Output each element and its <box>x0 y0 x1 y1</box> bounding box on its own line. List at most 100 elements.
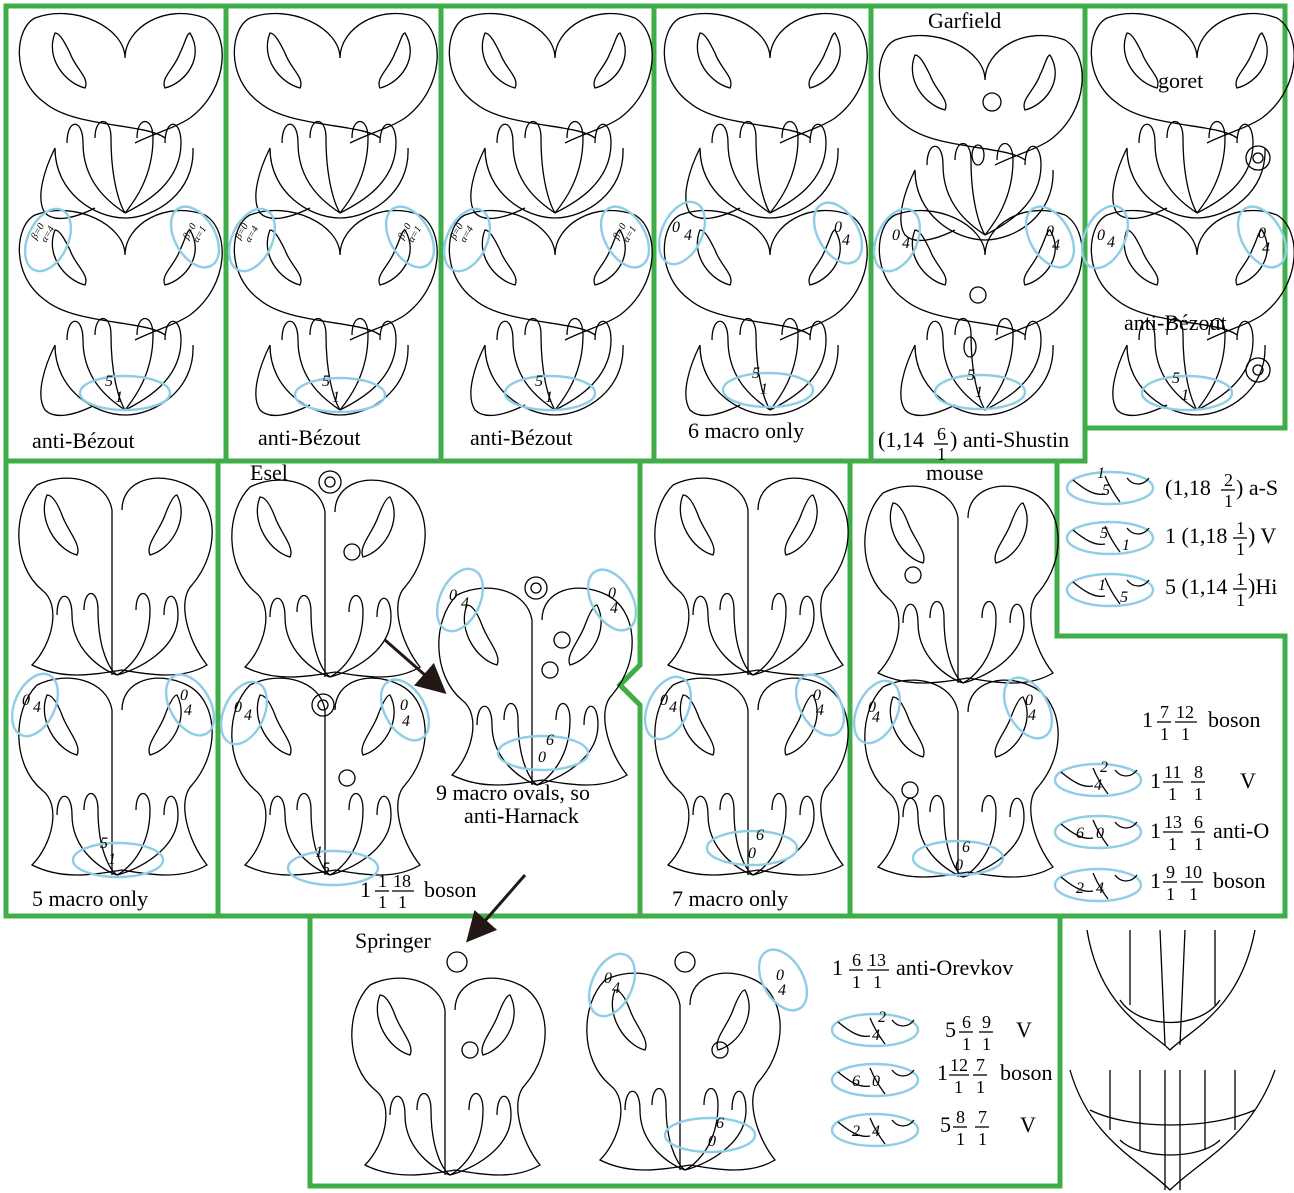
oval <box>554 632 570 648</box>
num-label: 1 <box>332 389 340 406</box>
curve-bottom-2 <box>234 211 437 416</box>
panel-caption: 7 macro only <box>672 886 788 911</box>
nest-outer <box>525 577 547 599</box>
ellipse-left-4 <box>650 195 714 272</box>
num-label: 6 <box>756 827 764 844</box>
frac-num: 12 <box>950 1055 968 1075</box>
num-label: 4 <box>669 699 677 716</box>
panel-title: goret <box>1158 68 1203 93</box>
num-label: 0 <box>672 219 680 236</box>
legend-row-1-post: ) a-S <box>1236 475 1278 500</box>
num-label: 5 <box>322 860 330 877</box>
num-label: 0 <box>708 1133 716 1150</box>
num-label: 4 <box>1052 237 1060 254</box>
num-label: 5 <box>105 373 113 390</box>
frac-lead: 5 <box>945 1017 956 1042</box>
num-label: 5 <box>322 373 330 390</box>
num-label: 2 <box>852 1123 860 1140</box>
num-label: 4 <box>684 227 692 244</box>
oval <box>902 782 918 798</box>
frac-den: 1 <box>378 892 387 912</box>
frac-num: 8 <box>1194 762 1203 782</box>
oval <box>970 287 986 303</box>
num-label: 4 <box>1028 707 1036 724</box>
panel-1: β=0 α=4 β=0 α=1 5 1 anti-Bézout <box>16 14 229 453</box>
frac-den: 1 <box>1194 784 1203 804</box>
frac-den: 1 <box>398 892 407 912</box>
frac-num: 7 <box>978 1107 987 1127</box>
num-label: 6 <box>852 1073 860 1090</box>
oval <box>983 93 1001 111</box>
legend-word: boson <box>1000 1060 1053 1085</box>
legend-word: V <box>1240 768 1256 793</box>
panel-3: β=0 α=4 β=0 α=1 5 1 anti-Bézout <box>435 14 659 450</box>
num-label: 5 <box>100 835 108 852</box>
num-label: 4 <box>461 595 469 612</box>
frac-den: 1 <box>1160 724 1169 744</box>
num-label: 4 <box>872 709 880 726</box>
panel-10-mouse: mouse 0 4 0 4 6 0 <box>845 460 1062 877</box>
num-label: 2 <box>1100 759 1108 776</box>
oval <box>905 567 921 583</box>
num-label: 1 <box>545 389 553 406</box>
num-label: 5 <box>752 365 760 382</box>
arrow-icon <box>470 875 525 938</box>
frac-num: 6 <box>937 424 946 444</box>
num-label: 1 <box>1098 577 1106 594</box>
panel-springer: Springer 0 4 0 4 6 0 <box>352 928 817 1175</box>
ellipse-bottom-4 <box>723 373 813 407</box>
num-label: 0 <box>22 692 30 709</box>
frac-den: 1 <box>954 1077 963 1097</box>
curve-top-2 <box>234 14 437 219</box>
num-label: 1 <box>115 389 123 406</box>
num-label: 0 <box>834 219 842 236</box>
frac-den: 1 <box>1181 724 1190 744</box>
oval <box>462 1042 478 1058</box>
oval <box>542 662 558 678</box>
num-label: 4 <box>33 699 41 716</box>
nest-inner <box>325 477 335 487</box>
num-label: 4 <box>842 232 850 249</box>
frac-num: 9 <box>1166 862 1175 882</box>
nest-inner <box>531 583 541 593</box>
panel-9: 0 4 0 4 6 0 7 macro only <box>636 478 854 911</box>
legend-word: boson <box>1208 707 1261 732</box>
ellipse-bottom-2 <box>295 378 385 412</box>
num-label: 4 <box>244 707 252 724</box>
frac-num: 12 <box>1176 702 1194 722</box>
frac-den: 1 <box>1168 834 1177 854</box>
num-label: 6 <box>546 732 554 749</box>
grid-figure-bottom <box>1070 1070 1275 1190</box>
curve-bottom-3 <box>449 211 652 416</box>
boson-label: boson <box>424 877 477 902</box>
nest-outer <box>319 471 341 493</box>
num-label: 1 <box>1122 537 1130 554</box>
frac-num: 1 <box>378 871 387 891</box>
legend-mouse: 1 7 1 12 1 boson 2 4 1 11 1 8 1 V 6 0 1 … <box>1055 702 1269 904</box>
legend-word: boson <box>1213 868 1266 893</box>
frac-lead: 1 <box>1150 768 1161 793</box>
panel-4: 0 4 0 4 5 1 6 macro only <box>650 14 872 443</box>
num-label: 4 <box>778 982 786 999</box>
legend-word: V <box>1016 1017 1032 1042</box>
nest-outer <box>1246 146 1270 170</box>
curve-top-4 <box>664 14 867 219</box>
anti-shustin-label-pre: (1,14 <box>878 427 924 452</box>
num-label: 4 <box>872 1123 880 1140</box>
frac-num: 1 <box>1236 518 1245 538</box>
esel-middle-figure: 0 4 0 4 6 0 <box>428 561 646 785</box>
num-label: 4 <box>402 713 410 730</box>
num-label: 1 <box>760 381 768 398</box>
ellipse-bottom-1 <box>80 376 170 410</box>
num-label: 2 <box>878 1009 886 1026</box>
legend-row-2-pre: 1 (1,18 <box>1165 523 1227 548</box>
frac-num: 11 <box>1164 762 1181 782</box>
oval <box>675 952 695 972</box>
legend-top-right: 1 5 (1,18 2 1 ) a-S 5 1 1 (1,18 1 1 ) V … <box>1067 465 1278 610</box>
grid-figure-top <box>1087 930 1255 1050</box>
frac-den: 1 <box>978 1129 987 1149</box>
frac-den: 1 <box>976 1077 985 1097</box>
harnack-line-1: 9 macro ovals, so <box>436 780 590 805</box>
num-label: 4 <box>1262 240 1270 257</box>
panel-caption: anti-Bézout <box>258 425 361 450</box>
